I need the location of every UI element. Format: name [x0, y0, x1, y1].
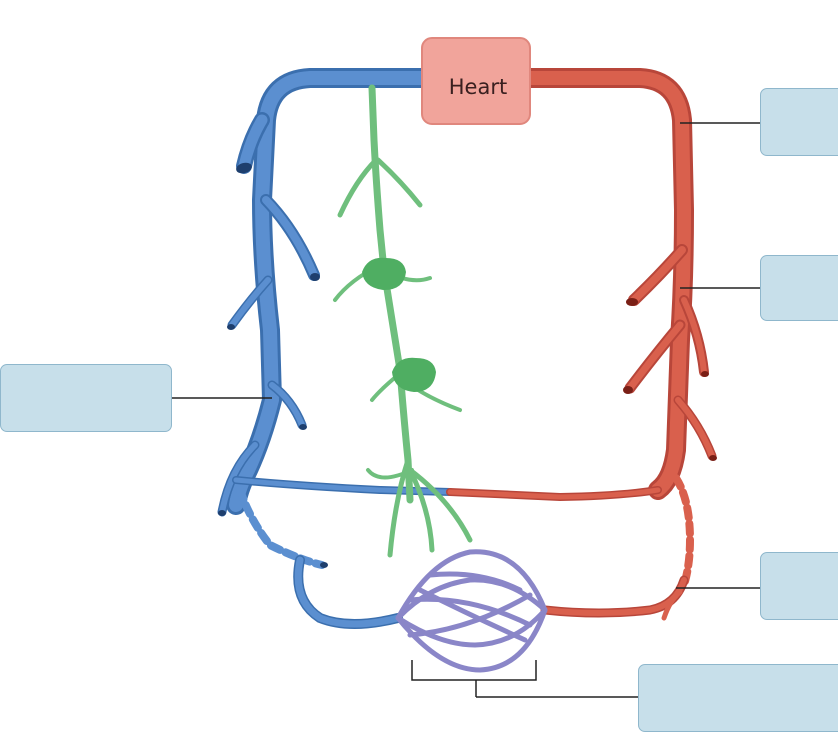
label-box-arteriole[interactable] — [760, 552, 838, 620]
label-box-vein-left[interactable] — [0, 364, 172, 432]
venous-system — [217, 68, 454, 629]
lymph-duct — [368, 84, 414, 504]
lymph-node-upper — [362, 257, 406, 290]
lymph-nodes — [362, 257, 436, 392]
arterial-system — [446, 68, 717, 621]
vein-ends — [218, 162, 328, 568]
lymphatic-system — [333, 84, 473, 558]
artery-ends — [623, 298, 717, 461]
capillary-bed — [395, 549, 548, 673]
main-artery — [515, 68, 694, 500]
label-box-artery-upper[interactable] — [760, 88, 838, 156]
lymph-node-lower — [392, 357, 436, 392]
heart-label: Heart — [449, 75, 507, 99]
leader-lines — [172, 122, 762, 698]
label-box-artery-middle[interactable] — [760, 255, 838, 321]
heart: Heart — [421, 37, 531, 125]
label-box-capillary-bed[interactable] — [638, 664, 838, 732]
